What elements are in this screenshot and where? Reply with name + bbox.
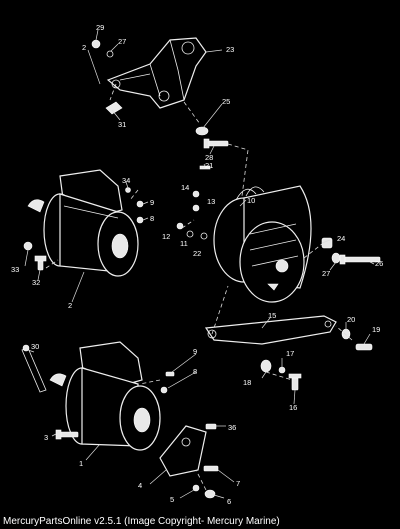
spacer-24 <box>321 237 333 249</box>
callout-29: 29 <box>96 23 104 32</box>
washer-6 <box>204 489 216 499</box>
bracket-4 <box>159 425 207 477</box>
starter-motor-lower <box>49 341 161 451</box>
bolt-28 <box>203 138 229 149</box>
copyright-caption: MercuryPartsOnline v2.5.1 (Image Copyrig… <box>0 515 400 529</box>
bolt-7 <box>203 465 219 472</box>
washer-27-side <box>331 252 341 264</box>
callout-13: 13 <box>207 197 215 206</box>
screw-9-lower <box>165 371 175 377</box>
callout-9-upper: 9 <box>150 198 154 207</box>
screw-9-upper <box>136 200 144 208</box>
washer-22 <box>200 232 208 240</box>
callout-28: 28 <box>205 153 213 162</box>
callout-36: 36 <box>228 423 236 432</box>
nut-8-lower <box>160 386 168 394</box>
callout-4: 4 <box>138 481 142 490</box>
washer-18 <box>260 359 272 373</box>
callout-8-upper: 8 <box>150 214 154 223</box>
callout-5: 5 <box>170 495 174 504</box>
nut-5 <box>192 484 200 492</box>
callout-10: 10 <box>247 196 255 205</box>
callout-8-lower: 8 <box>193 367 197 376</box>
callout-27-side: 27 <box>322 269 330 278</box>
callout-34: 34 <box>122 176 130 185</box>
callout-33: 33 <box>11 265 19 274</box>
bolt-16 <box>288 373 302 391</box>
callout-30: 30 <box>31 342 39 351</box>
callout-32: 32 <box>32 278 40 287</box>
bolt-3 <box>55 429 79 440</box>
alternator <box>213 185 312 303</box>
callout-2-top: 2 <box>82 43 86 52</box>
exploded-parts-diagram: 29 27 2 23 25 31 28 21 34 14 10 9 13 8 1… <box>11 23 383 506</box>
leader-lines <box>24 29 375 499</box>
callout-9-lower: 9 <box>193 347 197 356</box>
bolt-32 <box>34 255 47 271</box>
callout-12: 12 <box>162 232 170 241</box>
callout-21: 21 <box>205 161 213 170</box>
callout-1: 1 <box>79 459 83 468</box>
callout-26: 26 <box>375 259 383 268</box>
adjusting-bracket-15 <box>204 315 337 345</box>
callout-17: 17 <box>286 349 294 358</box>
callout-7: 7 <box>236 479 240 488</box>
callout-6: 6 <box>227 497 231 506</box>
washer-33 <box>23 241 33 251</box>
bolt-19 <box>355 343 373 351</box>
callout-27-top: 27 <box>118 37 126 46</box>
callout-16: 16 <box>289 403 297 412</box>
washer-27-top <box>106 50 114 58</box>
callout-22: 22 <box>193 249 201 258</box>
bolt-26 <box>339 254 381 265</box>
washer-14 <box>192 190 200 198</box>
shift-lever-30 <box>21 344 47 393</box>
nut-8-upper <box>136 216 144 224</box>
screw-34 <box>125 187 131 193</box>
nut-12 <box>176 222 184 230</box>
callout-3: 3 <box>44 433 48 442</box>
bolt-36 <box>205 423 217 430</box>
callout-19: 19 <box>372 325 380 334</box>
nut-13 <box>192 204 200 212</box>
starter-motor-upper <box>27 169 139 277</box>
callout-18: 18 <box>243 378 251 387</box>
callout-31: 31 <box>118 120 126 129</box>
callout-23: 23 <box>226 45 234 54</box>
callout-15: 15 <box>268 311 276 320</box>
alternator-upper-bracket <box>106 37 207 109</box>
assembly-dashed-lines <box>45 83 353 491</box>
clip-31 <box>105 101 123 115</box>
washer-11 <box>186 230 194 238</box>
callout-2: 2 <box>68 301 72 310</box>
callout-25: 25 <box>222 97 230 106</box>
callout-labels: 29 27 2 23 25 31 28 21 34 14 10 9 13 8 1… <box>11 23 383 506</box>
washer-20 <box>341 328 351 340</box>
nut-29 <box>91 39 101 49</box>
callout-14: 14 <box>181 183 189 192</box>
callout-20: 20 <box>347 315 355 324</box>
callout-11: 11 <box>180 239 188 248</box>
nut-17 <box>278 366 286 374</box>
washer-25 <box>195 126 209 136</box>
callout-24: 24 <box>337 234 345 243</box>
